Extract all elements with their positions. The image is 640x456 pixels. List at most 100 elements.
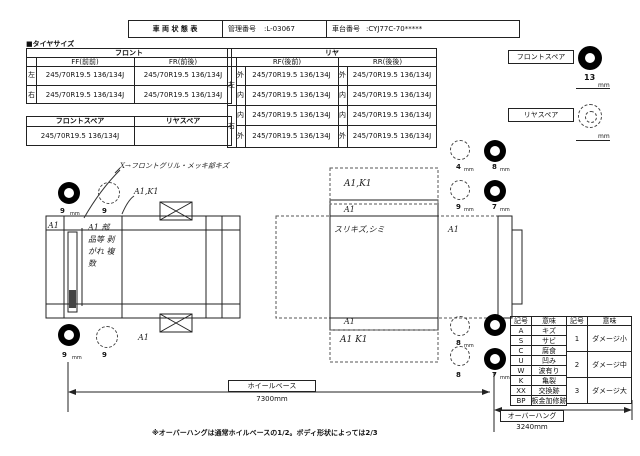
chassis-number-label: 車台番号 (332, 25, 360, 33)
rear-bot-a-unit: mm (464, 343, 474, 349)
rf-header: RF(後前) (272, 58, 302, 66)
rr-header: RR(後後) (372, 58, 403, 66)
tire-rf-4: 245/70R19.5 136/134J (252, 132, 331, 140)
wheelbase-value: 7300mm (256, 395, 288, 403)
page-title: 車 両 状 態 表 (152, 25, 198, 33)
overhang-label-box (500, 410, 564, 422)
ff-header: FF(前前) (71, 58, 99, 66)
rear-top-inner-tread: 4 (456, 163, 461, 171)
cab-damage-note: A1 部品等 剥がれ 複数 (88, 223, 115, 268)
front-header: フロント (115, 49, 143, 57)
body-bottom-a1-note: A1 (344, 317, 355, 326)
tire-rf-3: 245/70R19.5 136/134J (252, 111, 331, 119)
tire-rr-4: 245/70R19.5 136/134J (352, 132, 432, 140)
cab-bottom-a1-note: A1 (138, 333, 149, 342)
rear-bot-b-inner-tread: 8 (456, 371, 461, 379)
tire-rr-1: 245/70R19.5 136/134J (352, 71, 432, 79)
front-right-tire-icon (58, 324, 80, 346)
rear-top-outer-unit: mm (500, 167, 510, 173)
front-spare-label-box (508, 50, 574, 64)
rr-outer-1: 外 (339, 71, 346, 79)
front-spare-unit: mm (598, 82, 610, 89)
rr-outer-2: 外 (339, 132, 346, 140)
overhang-footnote: ※オーバーハングは通常ホイルベースの1/2。ボディ形状によっては2/3 (152, 429, 378, 437)
front-spare-depth: 13 (584, 73, 596, 82)
front-spare-header: フロントスペア (55, 117, 105, 125)
body-bottom-a1k1-note: A1 K1 (340, 335, 368, 345)
damage-level-3-label: ダメージ大 (587, 377, 632, 404)
front-tire-table (26, 48, 232, 104)
front-left-unit: mm (70, 211, 80, 217)
rear-tire-table (227, 48, 437, 148)
rear-bot-b-unit: mm (500, 375, 510, 381)
wheelbase-label-box (228, 380, 316, 392)
tire-fr-left: 245/70R19.5 136/134J (143, 71, 223, 79)
front-right-inner-tire-icon (96, 326, 118, 348)
front-left-inner-tire-icon (98, 182, 120, 204)
rear-mid-outer-unit: mm (500, 207, 510, 213)
rear-top-inner-tire-icon (450, 140, 470, 160)
header-bar (128, 20, 520, 38)
tire-front-spare: 245/70R19.5 136/134J (40, 132, 120, 140)
front-grille-note: X→フロントグリル・メッキ部キズ (120, 162, 229, 170)
front-right-inner-tread: 9 (102, 351, 107, 359)
body-a1k1-note: A1,K1 (344, 179, 372, 189)
rear-mid-outer-tread: 7 (492, 203, 497, 211)
right-label: 右 (28, 91, 35, 99)
body-right-a1-note: A1 (448, 225, 459, 234)
chassis-number-value: :CYJ77C-70***** (366, 25, 423, 33)
rear-top-outer-tread: 8 (492, 163, 497, 171)
tire-rr-2: 245/70R19.5 136/134J (352, 91, 432, 99)
front-right-tread: 9 (62, 351, 67, 359)
rear-header: リヤ (325, 49, 339, 57)
rear-spare-tire-icon (578, 104, 602, 128)
fr-header: FR(前後) (168, 58, 198, 66)
front-left-tire-icon (58, 182, 80, 204)
rear-mid-inner-unit: mm (464, 207, 474, 213)
rear-spare-unit: mm (598, 133, 610, 140)
rear-left-label: 左 (228, 81, 235, 89)
tire-rf-2: 245/70R19.5 136/134J (252, 91, 331, 99)
cab-a1-note: A1 (48, 221, 59, 230)
rear-spare-header: リヤスペア (165, 117, 201, 125)
tire-rr-3: 245/70R19.5 136/134J (352, 111, 432, 119)
rr-inner-2: 内 (339, 111, 346, 119)
body-a1-note: A1 (344, 205, 355, 214)
overhang-value: 3240mm (516, 423, 548, 431)
overhang-label: オーバーハング (507, 412, 557, 420)
rr-inner-1: 内 (339, 91, 346, 99)
front-left-inner-tread: 9 (102, 207, 107, 215)
spare-tire-table (26, 116, 232, 146)
rear-bot-b-inner-tire-icon (450, 346, 470, 366)
rear-mid-inner-tire-icon (450, 180, 470, 200)
tire-rf-1: 245/70R19.5 136/134J (252, 71, 331, 79)
rear-top-outer-tire-icon (484, 140, 506, 162)
rear-bot-a-inner-tire-icon (450, 316, 470, 336)
rear-bot-b-outer-tire-icon (484, 348, 506, 370)
front-spare-label: フロントスペア (516, 53, 566, 61)
rear-top-inner-unit: mm (464, 167, 474, 173)
tire-ff-left: 245/70R19.5 136/134J (45, 71, 125, 79)
front-spare-tire-icon (578, 46, 602, 70)
rear-mid-inner-tread: 9 (456, 203, 461, 211)
cab-a1k1-note: A1,K1 (134, 187, 159, 196)
tire-ff-right: 245/70R19.5 136/134J (45, 91, 125, 99)
rf-outer-1: 外 (237, 71, 244, 79)
rear-spare-label-box (508, 108, 574, 122)
mgmt-number-label: 管理番号 (228, 25, 256, 33)
rear-mid-outer-tire-icon (484, 180, 506, 202)
front-right-unit: mm (72, 355, 82, 361)
front-left-tread: 9 (60, 207, 65, 215)
rf-inner-2: 内 (237, 111, 244, 119)
left-label: 左 (28, 71, 35, 79)
mgmt-number-value: :L-03067 (264, 25, 295, 33)
rear-spare-label: リヤスペア (523, 111, 559, 119)
wheelbase-label: ホイールベース (247, 382, 297, 390)
rf-inner-1: 内 (237, 91, 244, 99)
rear-bot-a-tread: 8 (456, 339, 461, 347)
rear-bot-a-outer-tire-icon (484, 314, 506, 336)
